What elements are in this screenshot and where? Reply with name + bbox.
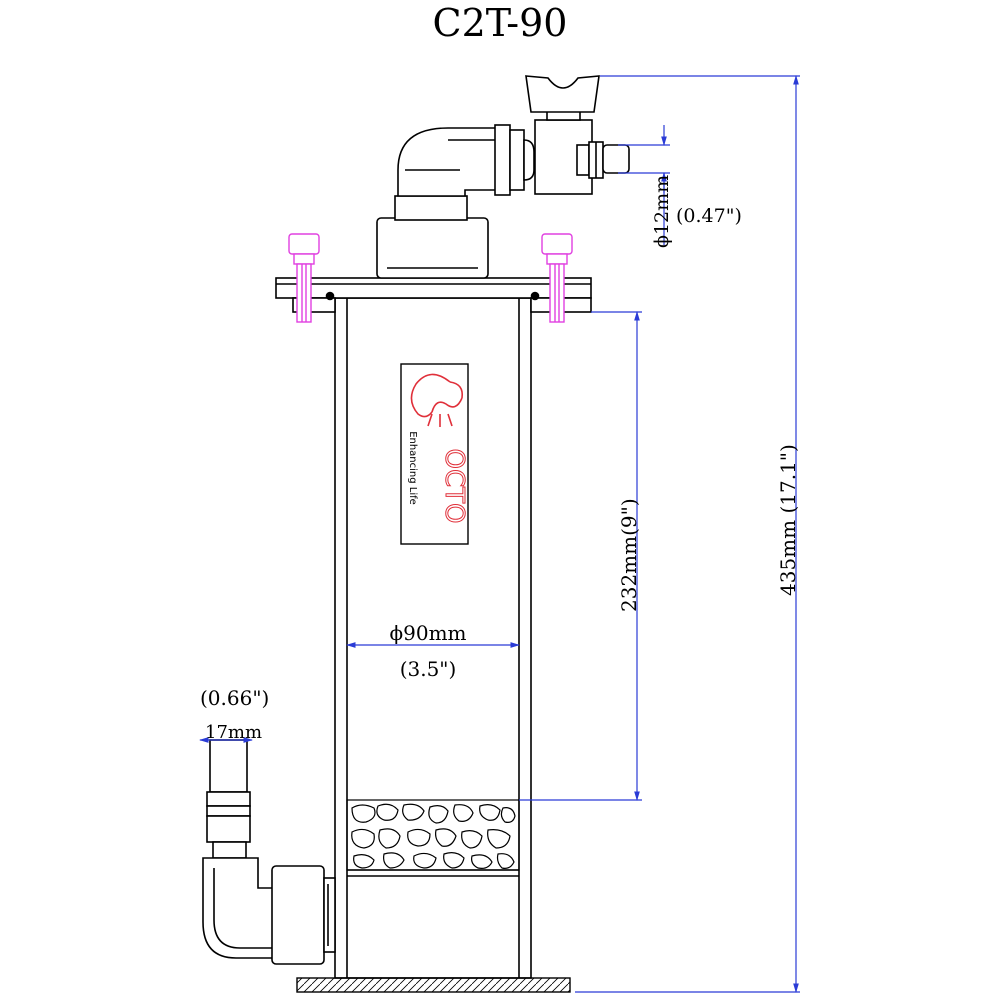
- dim-total-height-label: 435mm (17.1"): [776, 444, 800, 596]
- left-bolt: [288, 233, 320, 323]
- valve-body: [534, 109, 593, 195]
- dim-outlet-diameter-label: ϕ12mm: [651, 175, 673, 248]
- dim-body-diameter-label: ϕ90mm: [389, 621, 466, 645]
- dim-body-height-label: 232mm(9"): [617, 498, 641, 612]
- dim-body-diameter-inch: (3.5"): [400, 657, 457, 681]
- dim-inlet-size-label: 17mm: [205, 722, 262, 743]
- top-flange: [275, 277, 592, 313]
- octo-logo: [410, 373, 464, 427]
- logo-placard: OCTO Enhancing Life: [400, 363, 470, 545]
- brand-tagline: Enhancing Life: [407, 431, 418, 505]
- dim-body-height: [519, 311, 642, 801]
- valve-handle: [525, 75, 600, 113]
- dim-outlet-diameter: [618, 125, 670, 245]
- dim-inlet-size-inch: (0.66"): [200, 686, 269, 710]
- brand-name: OCTO: [439, 449, 469, 524]
- dim-total-height: [575, 75, 800, 993]
- top-hub: [376, 195, 489, 279]
- dim-outlet-diameter-inch: (0.47"): [676, 205, 742, 227]
- media-bed: [346, 799, 520, 871]
- top-elbow: [397, 124, 535, 197]
- right-bolt: [541, 233, 573, 323]
- drawing-title: C2T-90: [432, 1, 568, 45]
- inlet-fitting: [202, 739, 336, 965]
- outlet-nozzle: [576, 141, 630, 179]
- base-plate: [296, 977, 571, 993]
